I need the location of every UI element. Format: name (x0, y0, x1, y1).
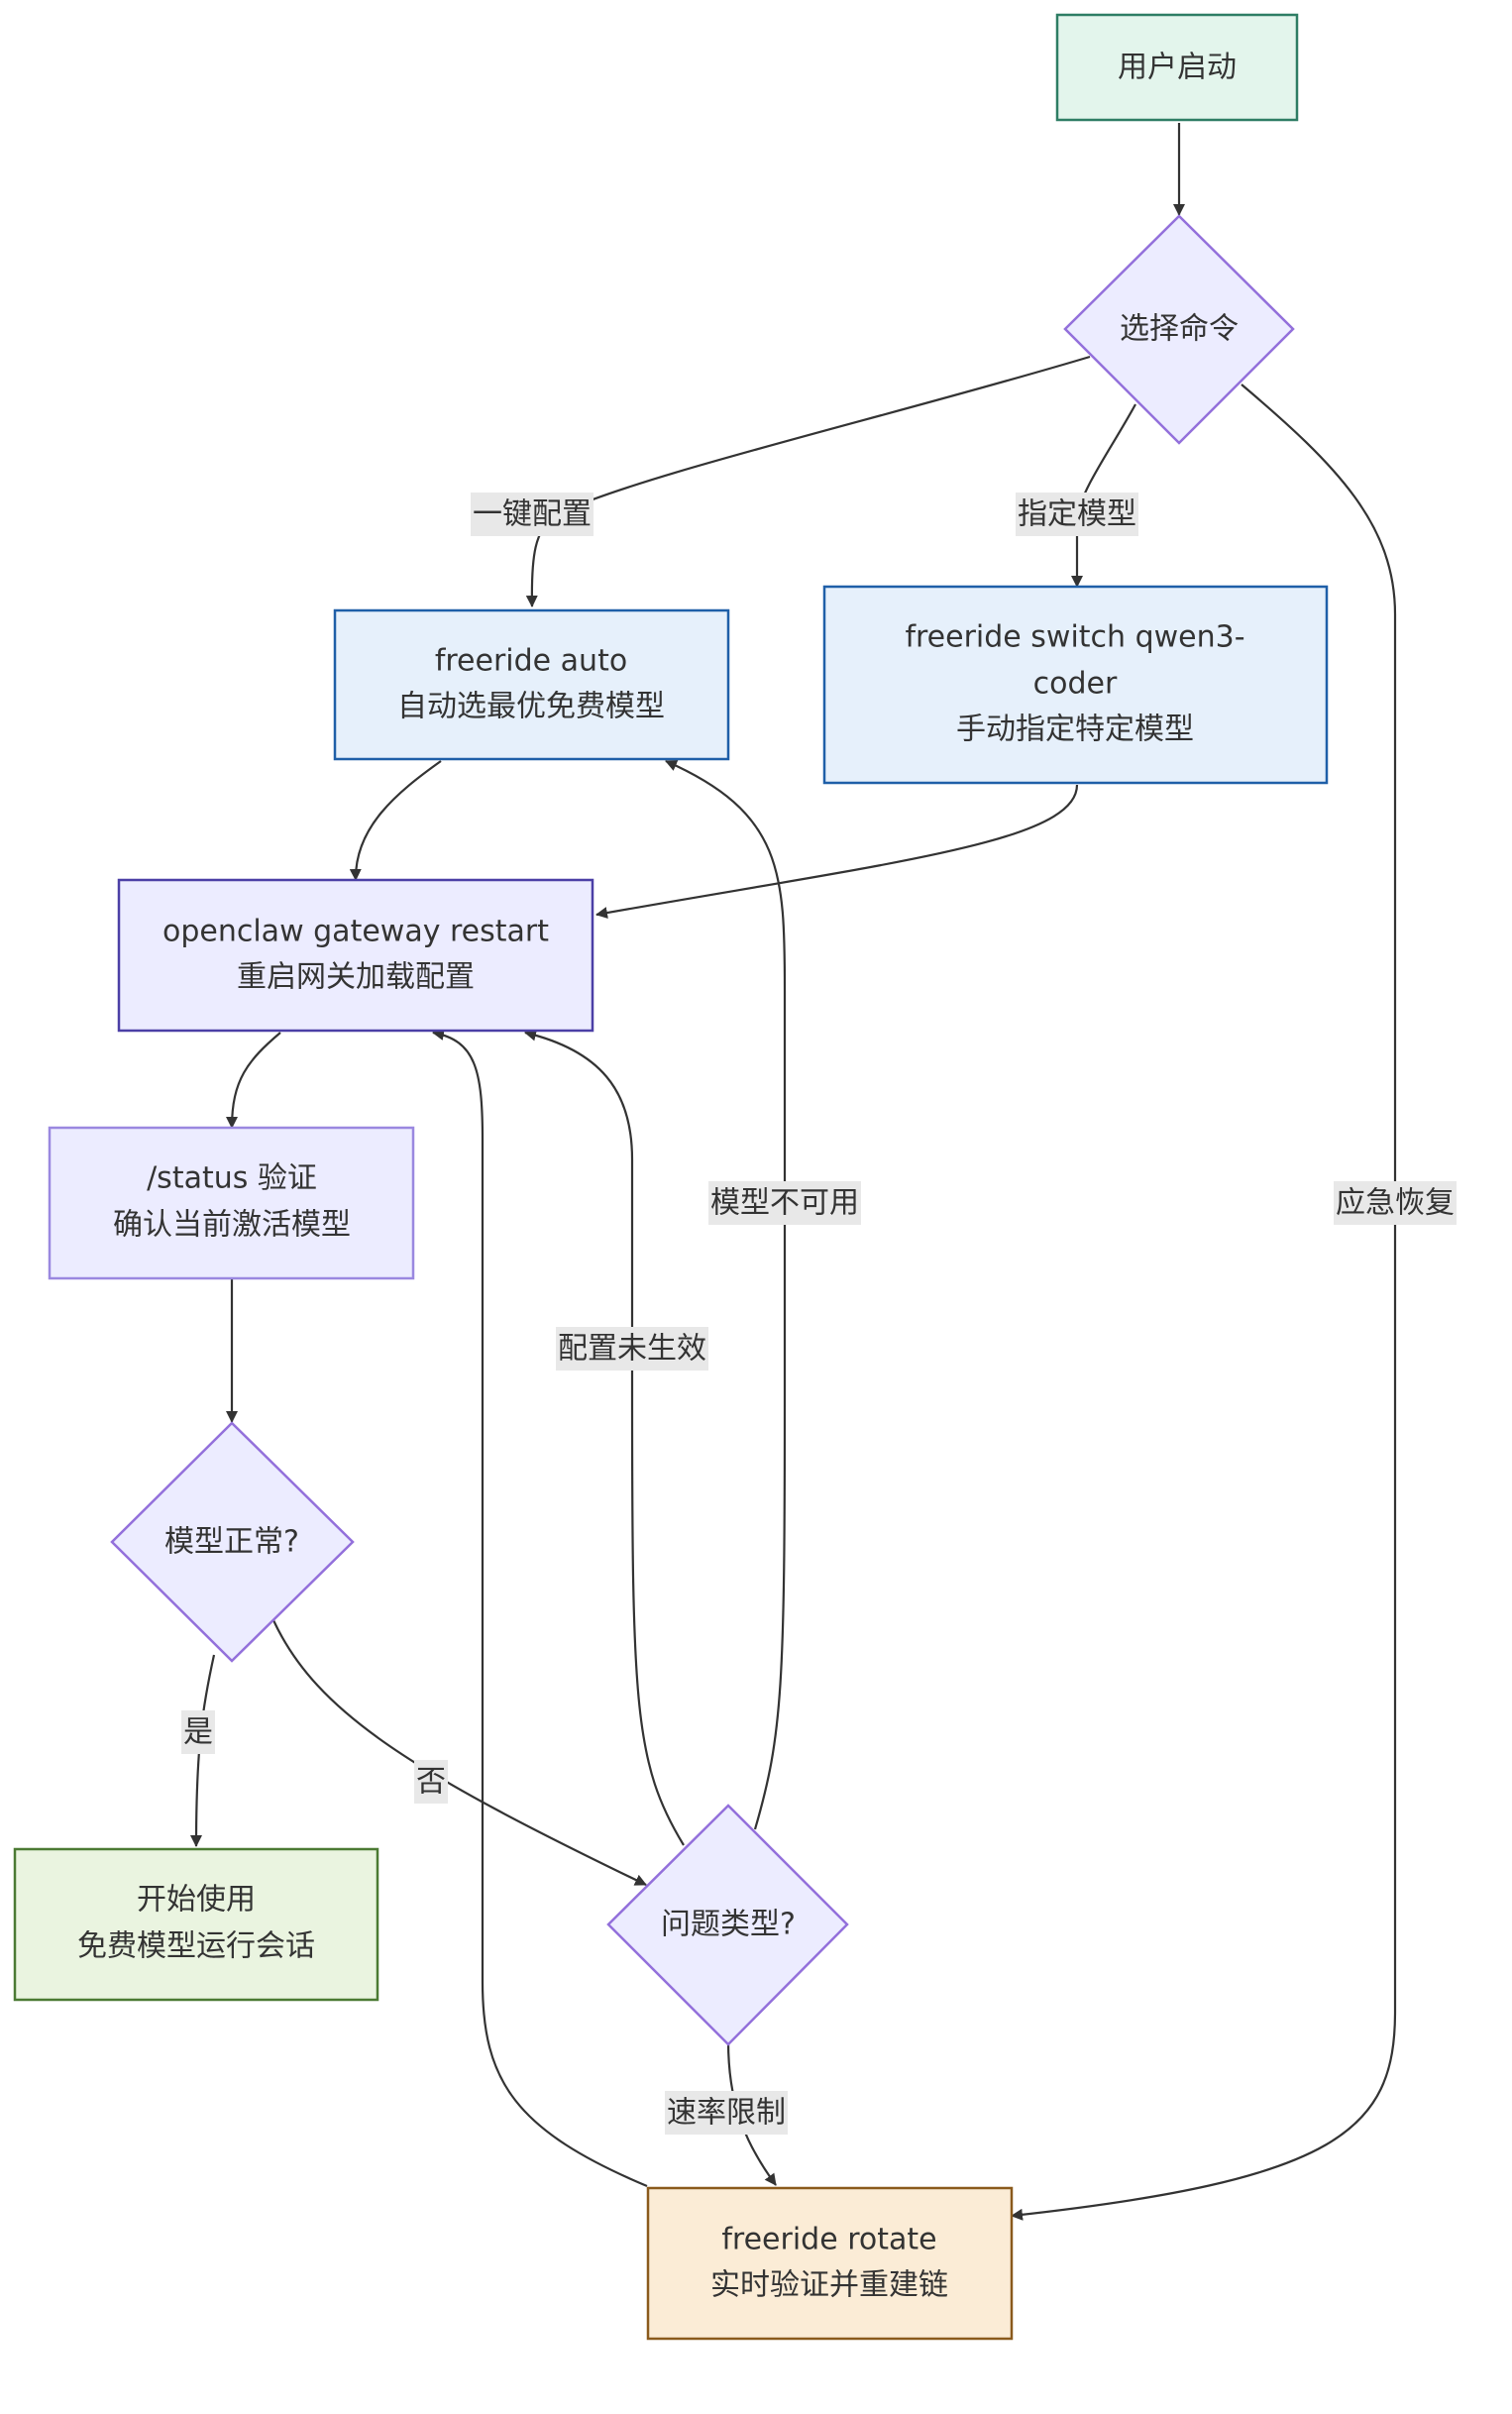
edge-gateway-to-status (226, 1032, 281, 1129)
node-freeride-rotate: freeride rotate 实时验证并重建链 (646, 2186, 1014, 2341)
edge-label-specify-model-text: 指定模型 (1018, 497, 1136, 532)
edge-label-no-text: 否 (416, 1765, 446, 1800)
edge-label-model-unavailable-text: 模型不可用 (710, 1186, 859, 1221)
node-start-use-line1: 开始使用 (137, 1883, 256, 1918)
node-gateway-restart-line2: 重启网关加载配置 (237, 960, 475, 995)
node-problem-type: 问题类型? (606, 1804, 849, 2046)
node-user-start: 用户启动 (1055, 13, 1299, 122)
edges (190, 123, 1397, 2221)
node-status-verify: /status 验证 确认当前激活模型 (48, 1126, 415, 1280)
edge-label-specify-model: 指定模型 (1016, 493, 1138, 536)
edge-label-rate-limit-text: 速率限制 (667, 2096, 786, 2131)
edge-modelok-to-problem (272, 1619, 647, 1886)
edge-label-emergency: 应急恢复 (1334, 1181, 1457, 1225)
edge-labels: 一键配置 指定模型 应急恢复 模型不可用 配置未生效 是 否 速率限制 (181, 493, 1457, 2135)
edge-choose-to-rotate (1011, 384, 1397, 2221)
edge-label-config-not-effective-text: 配置未生效 (558, 1332, 706, 1367)
edge-problem-to-gateway-config (524, 1029, 685, 1846)
edge-problem-to-auto-unavailable (665, 759, 787, 1830)
node-freeride-rotate-line2: 实时验证并重建链 (710, 2268, 948, 2303)
node-start-use: 开始使用 免费模型运行会话 (13, 1847, 379, 2002)
node-user-start-text: 用户启动 (1118, 51, 1237, 85)
node-model-ok-text: 模型正常? (164, 1525, 299, 1560)
edge-label-one-click-text: 一键配置 (473, 497, 592, 532)
node-status-verify-line2: 确认当前激活模型 (113, 1208, 351, 1243)
edge-label-config-not-effective: 配置未生效 (556, 1327, 708, 1371)
edge-rotate-to-gateway (432, 1029, 648, 2188)
node-freeride-switch: freeride switch qwen3- coder 手动指定特定模型 (822, 585, 1329, 785)
node-problem-type-text: 问题类型? (661, 1908, 796, 1942)
node-freeride-auto-line1: freeride auto (435, 644, 627, 679)
edge-auto-to-gateway (349, 760, 442, 881)
node-status-verify-line1: /status 验证 (147, 1161, 317, 1196)
edge-label-yes-text: 是 (183, 1715, 213, 1750)
edge-label-model-unavailable: 模型不可用 (708, 1181, 861, 1225)
node-freeride-auto-line2: 自动选最优免费模型 (397, 690, 665, 724)
edge-label-one-click: 一键配置 (471, 493, 594, 536)
nodes: 用户启动 选择命令 freeride auto 自动选最优免费模型 freeri… (13, 13, 1329, 2341)
node-freeride-auto: freeride auto 自动选最优免费模型 (333, 608, 730, 761)
edge-label-yes: 是 (181, 1710, 215, 1754)
node-choose-command-text: 选择命令 (1120, 312, 1239, 347)
node-freeride-switch-line2: coder (1033, 667, 1118, 702)
node-gateway-restart: openclaw gateway restart 重启网关加载配置 (117, 878, 594, 1033)
node-model-ok: 模型正常? (110, 1421, 355, 1663)
edge-label-emergency-text: 应急恢复 (1336, 1186, 1455, 1221)
node-start-use-line2: 免费模型运行会话 (77, 1929, 315, 1964)
edge-choose-to-auto (525, 355, 1091, 607)
node-gateway-restart-line1: openclaw gateway restart (162, 915, 549, 949)
edge-label-rate-limit: 速率限制 (665, 2091, 788, 2135)
edge-switch-to-gateway (595, 784, 1079, 919)
edge-label-no: 否 (414, 1760, 448, 1804)
node-freeride-switch-line1: freeride switch qwen3- (905, 620, 1244, 655)
node-choose-command: 选择命令 (1063, 214, 1295, 445)
node-freeride-rotate-line1: freeride rotate (721, 2223, 936, 2257)
node-freeride-switch-line3: 手动指定特定模型 (956, 713, 1194, 747)
